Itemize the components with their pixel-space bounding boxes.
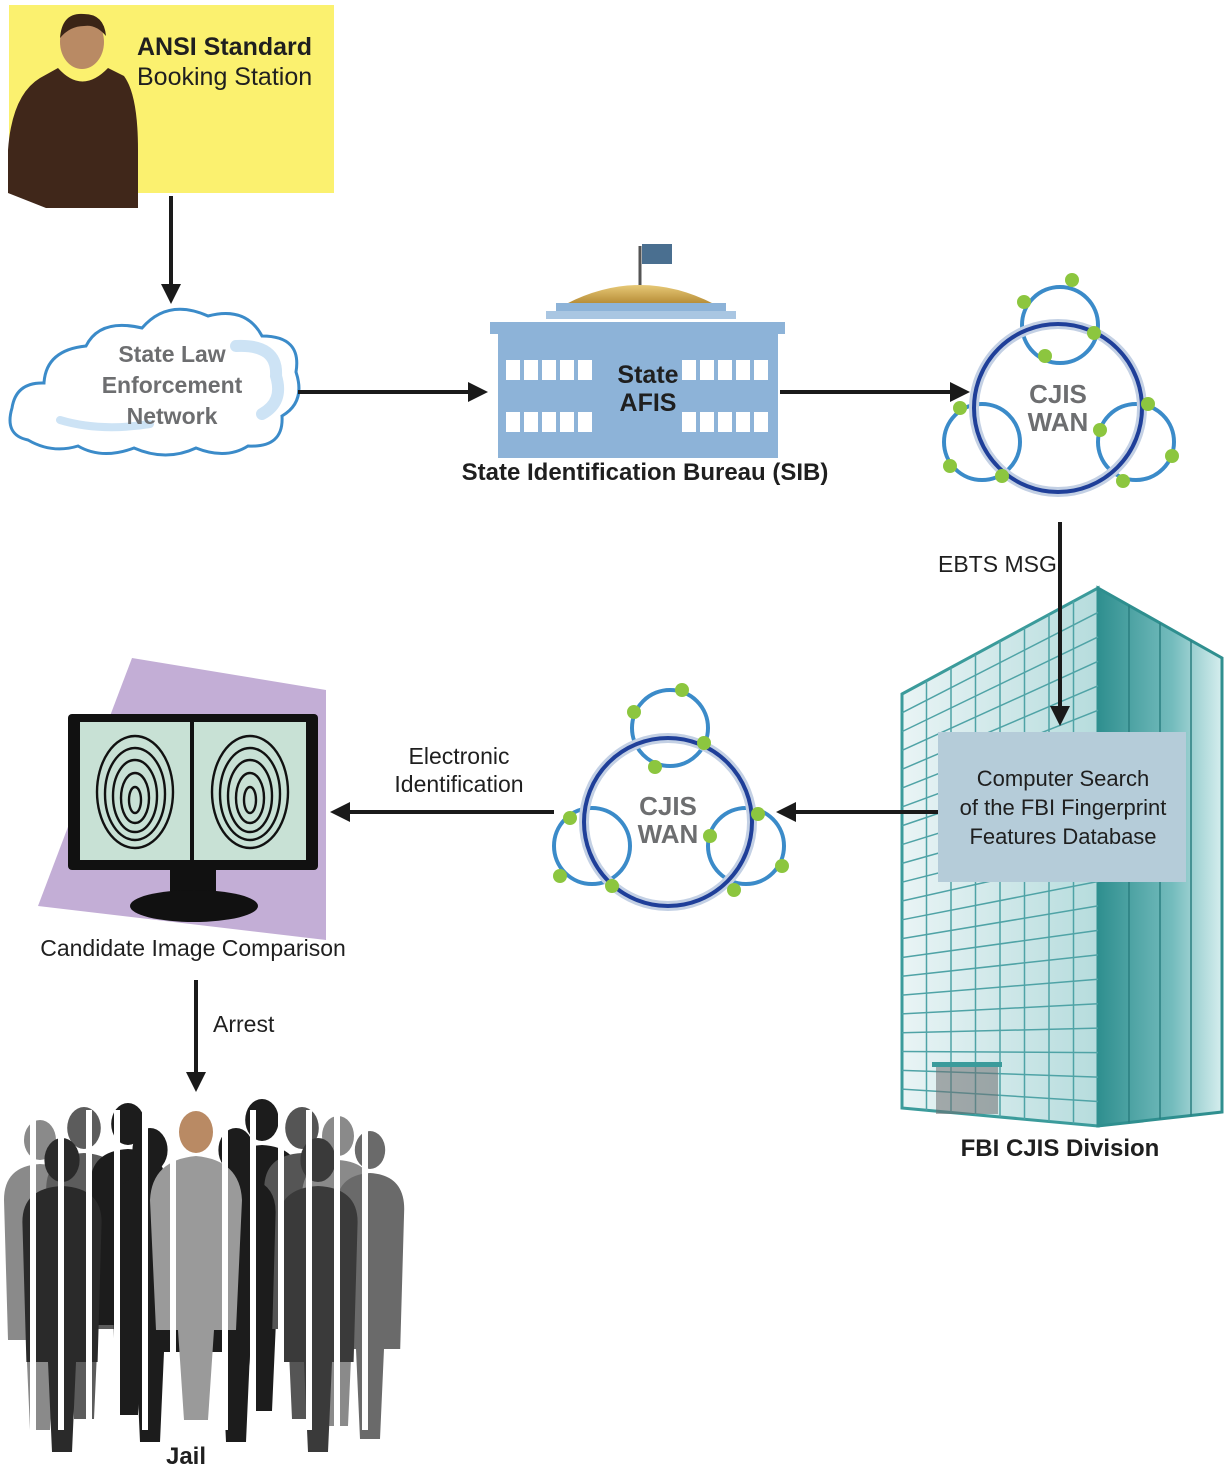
search-box-line3: Features Database [969, 824, 1157, 849]
cjis-wan-network-middle [552, 683, 789, 911]
jail-caption: Jail [165, 1443, 207, 1470]
afis-label-line2: AFIS [619, 389, 677, 417]
booking-station-subtitle: Booking Station [137, 63, 313, 91]
booking-station [8, 5, 334, 208]
ebts-label: EBTS MSG [938, 551, 1057, 577]
jail-bar [222, 1110, 228, 1430]
comparison-caption: Candidate Image Comparison [40, 935, 346, 961]
network-label-line2: Enforcement [101, 372, 243, 398]
wan-top-line1: CJIS [1029, 379, 1087, 409]
wan-mid-line1: CJIS [639, 791, 697, 821]
fingerprint-left-icon [95, 734, 175, 850]
jail-bar [278, 1110, 284, 1430]
jail-bar [170, 1110, 176, 1430]
database-search-box [938, 732, 1186, 882]
state-sib-building [490, 244, 785, 458]
fingerprint-right-icon [210, 734, 290, 850]
jail-crowd-silhouettes [4, 1099, 405, 1452]
jail-bar [86, 1110, 92, 1430]
search-box-line2: of the FBI Fingerprint [959, 795, 1167, 820]
electronic-id-line1: Electronic [408, 743, 510, 769]
sib-caption: State Identification Bureau (SIB) [461, 459, 829, 486]
booking-station-title: ANSI Standard [137, 33, 313, 61]
jail-bar [30, 1110, 36, 1430]
suspect-silhouette-icon [8, 13, 138, 208]
afis-label-line1: State [617, 361, 679, 389]
arrest-label: Arrest [213, 1011, 275, 1037]
network-label-line3: Network [126, 403, 218, 429]
flag-icon [642, 244, 672, 264]
jail-bar [58, 1110, 64, 1430]
law-enforcement-network-cloud [8, 307, 301, 457]
wan-top-line2: WAN [1027, 407, 1089, 437]
wan-mid-line2: WAN [637, 819, 699, 849]
jail-bar [250, 1110, 256, 1430]
cjis-wan-network-top [942, 273, 1179, 497]
jail-bar [362, 1110, 368, 1430]
jail-bar [114, 1110, 120, 1430]
electronic-id-line2: Identification [394, 771, 524, 797]
jail-bar [306, 1110, 312, 1430]
search-box-line1: Computer Search [976, 766, 1150, 791]
fbi-tower-building [900, 585, 1224, 1128]
jail-bar [334, 1110, 340, 1430]
flow-arrows [161, 196, 1070, 1092]
candidate-comparison-monitor [38, 658, 326, 940]
jail-bar [142, 1110, 148, 1430]
network-label-line1: State Law [118, 341, 226, 367]
fbi-caption: FBI CJIS Division [960, 1135, 1160, 1162]
